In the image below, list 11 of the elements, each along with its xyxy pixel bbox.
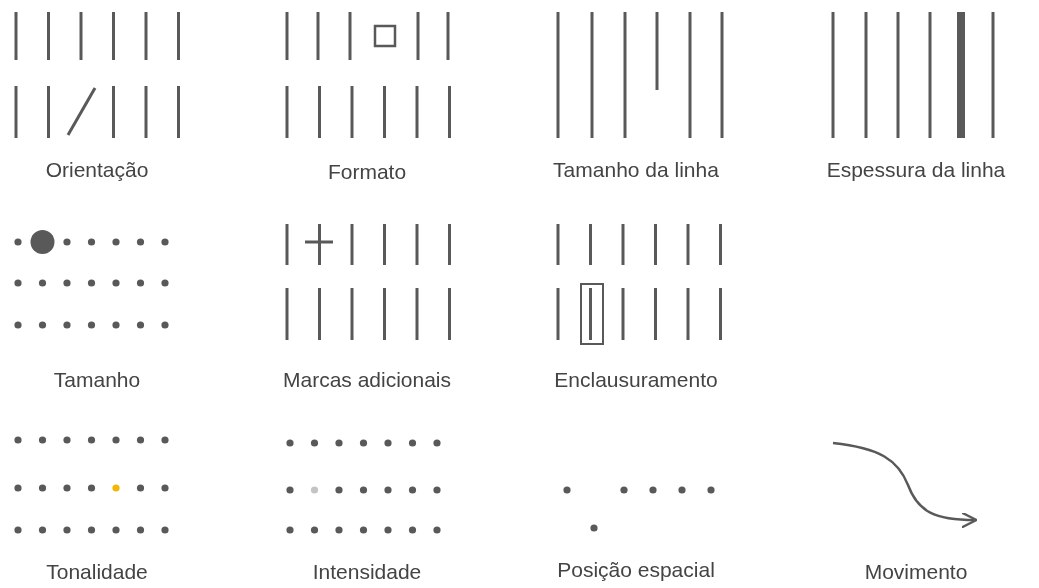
caption-text: Formato — [327, 160, 407, 184]
caption-text: Posição espacial — [557, 558, 715, 582]
caption-text: Intensidade — [312, 560, 422, 584]
caption-text: Tamanho da linha — [553, 158, 719, 182]
caption-text: Movimento — [864, 560, 968, 584]
caption-text: Espessura da linha — [826, 158, 1006, 182]
caption-text: Orientação — [45, 158, 149, 182]
caption-text: Marcas adicionais — [282, 368, 452, 392]
caption-text: Enclausuramento — [554, 368, 718, 392]
caption-text: Tamanho — [53, 368, 141, 392]
caption-text: Tonalidade — [46, 560, 148, 584]
